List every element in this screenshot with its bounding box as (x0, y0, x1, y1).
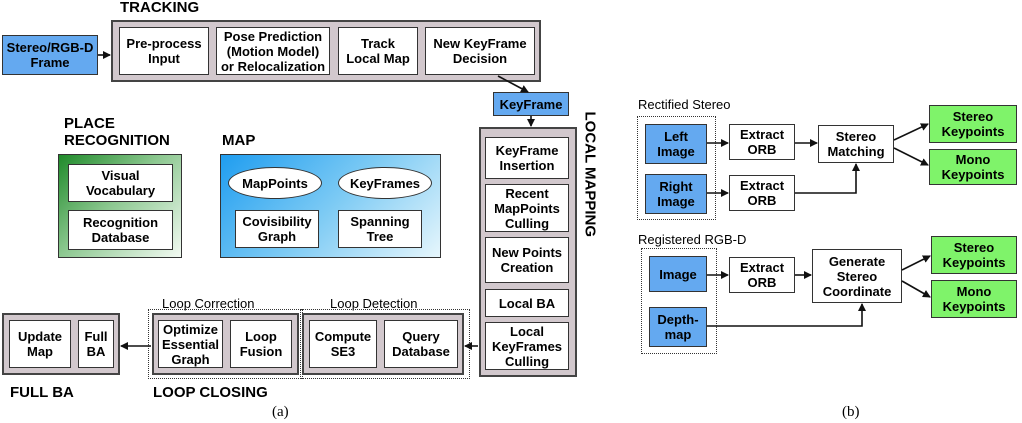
stereo-extract-orb-top: Extract ORB (729, 124, 795, 160)
caption-a: (a) (272, 404, 289, 420)
optimize-essential-graph-box: Optimize Essential Graph (158, 320, 223, 368)
arrow-depth-to-generate (707, 303, 866, 327)
arrow-matching-to-mono-kp (893, 147, 929, 166)
generate-stereo-coordinate-box: Generate Stereo Coordinate (812, 249, 902, 303)
mappoints-culling-box: Recent MapPoints Culling (485, 184, 569, 232)
loop-detection-label: Loop Detection (330, 296, 418, 311)
covisibility-graph-box: Covisibility Graph (235, 210, 319, 248)
compute-se3-box: Compute SE3 (309, 320, 377, 368)
new-points-creation-box: New Points Creation (485, 237, 569, 283)
stereo-extract-orb-bottom: Extract ORB (729, 175, 795, 211)
local-ba-box: Local BA (485, 289, 569, 317)
arrow-orb2-to-stereo-matching (795, 163, 860, 194)
mappoints-ellipse: MapPoints (228, 167, 322, 199)
preprocess-box: Pre-process Input (119, 27, 209, 75)
track-local-map-box: Track Local Map (338, 27, 418, 75)
stereo-matching-box: Stereo Matching (818, 125, 894, 163)
image-box: Image (649, 256, 707, 292)
tracking-title: TRACKING (120, 0, 200, 16)
stereo-inputs-region (637, 116, 716, 220)
place-recognition-title: PLACE RECOGNITION (64, 115, 170, 149)
map-title: MAP (222, 132, 256, 149)
query-database-box: Query Database (384, 320, 458, 368)
stereo-keypoints-box-1: Stereo Keypoints (929, 105, 1017, 143)
keyframes-ellipse: KeyFrames (338, 167, 432, 199)
full-ba-box: Full BA (78, 320, 114, 368)
mono-keypoints-box-2: Mono Keypoints (931, 280, 1017, 318)
rgbd-inputs-region (641, 248, 717, 354)
keyframe-insertion-box: KeyFrame Insertion (485, 137, 569, 179)
pose-prediction-box: Pose Prediction (Motion Model) or Reloca… (216, 27, 330, 75)
depth-map-box: Depth- map (649, 307, 707, 347)
rgbd-extract-orb-box: Extract ORB (729, 257, 795, 293)
loop-correction-label: Loop Correction (162, 296, 255, 311)
left-image-box: Left Image (645, 124, 707, 164)
keyframe-decision-box: New KeyFrame Decision (425, 27, 535, 75)
stereo-keypoints-box-2: Stereo Keypoints (931, 236, 1017, 274)
arrow-generate-to-mono-kp (901, 280, 931, 298)
loop-closing-title: LOOP CLOSING (153, 384, 268, 401)
full-ba-title: FULL BA (10, 384, 74, 401)
keyframe-box: KeyFrame (493, 92, 569, 116)
recognition-database-box: Recognition Database (68, 210, 173, 250)
mono-keypoints-box-1: Mono Keypoints (929, 149, 1017, 185)
keyframes-culling-box: Local KeyFrames Culling (485, 322, 569, 370)
arrow-tracking-to-keyframe (497, 75, 529, 93)
arrow-generate-to-stereo-kp (901, 255, 931, 271)
arrow-matching-to-stereo-kp (893, 123, 929, 141)
registered-rgbd-label: Registered RGB-D (638, 232, 747, 247)
update-map-box: Update Map (9, 320, 71, 368)
input-frame-box: Stereo/RGB-D Frame (2, 35, 98, 75)
spanning-tree-box: Spanning Tree (338, 210, 422, 248)
loop-fusion-box: Loop Fusion (230, 320, 292, 368)
visual-vocabulary-box: Visual Vocabulary (68, 164, 173, 202)
right-image-box: Right Image (645, 174, 707, 214)
caption-b: (b) (842, 404, 860, 420)
rectified-stereo-label: Rectified Stereo (638, 97, 731, 112)
